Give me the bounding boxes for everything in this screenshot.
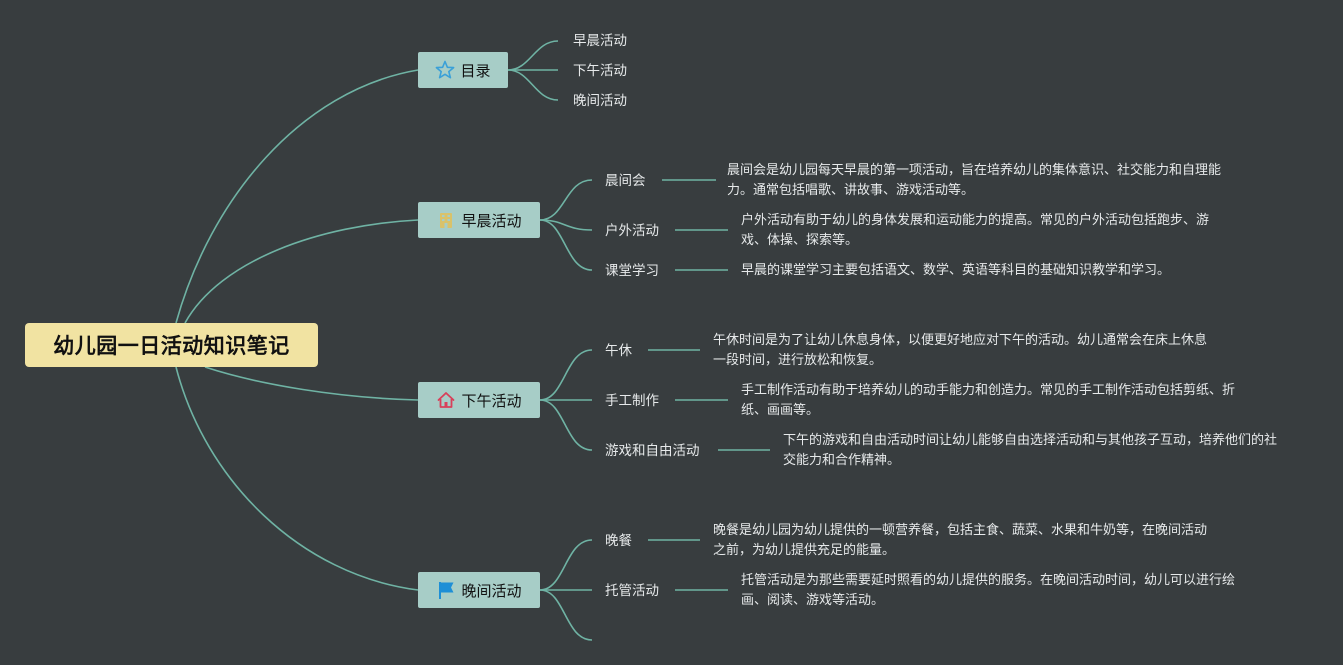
topic-after-care[interactable]: 托管活动 bbox=[605, 583, 659, 599]
branch-label: 早晨活动 bbox=[461, 211, 522, 230]
flag-icon bbox=[436, 580, 456, 600]
connector-root-afternoon bbox=[204, 366, 419, 401]
connector-evening-0 bbox=[539, 539, 593, 591]
connector-contents-2 bbox=[507, 69, 559, 101]
desc-after-care: 托管活动是为那些需要延时照看的幼儿提供的服务。在晚间活动时间，幼儿可以进行绘画、… bbox=[741, 573, 1236, 608]
topic-handcraft[interactable]: 手工制作 bbox=[605, 393, 659, 409]
branch-morning[interactable]: 早晨活动 bbox=[418, 202, 540, 238]
topic-outdoor[interactable]: 户外活动 bbox=[605, 223, 659, 239]
connector-afternoon-2 bbox=[539, 399, 593, 451]
building-icon bbox=[436, 210, 456, 230]
connector-root-evening bbox=[175, 366, 419, 591]
branch-afternoon[interactable]: 下午活动 bbox=[418, 382, 540, 418]
desc-nap: 午休时间是为了让幼儿休息身体，以便更好地应对下午的活动。幼儿通常会在床上休息一段… bbox=[713, 333, 1208, 368]
star-icon bbox=[435, 60, 455, 80]
contents-item-afternoon[interactable]: 下午活动 bbox=[573, 63, 627, 79]
connector-root-morning bbox=[184, 219, 419, 324]
topic-morning-meeting[interactable]: 晨间会 bbox=[605, 173, 646, 189]
home-icon bbox=[436, 390, 456, 410]
branch-label: 目录 bbox=[460, 61, 491, 80]
topic-free-play[interactable]: 游戏和自由活动 bbox=[605, 443, 700, 459]
root-topic[interactable]: 幼儿园一日活动知识笔记 bbox=[25, 323, 318, 367]
topic-classroom[interactable]: 课堂学习 bbox=[605, 263, 659, 279]
desc-dinner: 晚餐是幼儿园为幼儿提供的一顿营养餐，包括主食、蔬菜、水果和牛奶等，在晚间活动之前… bbox=[713, 523, 1208, 558]
branch-evening[interactable]: 晚间活动 bbox=[418, 572, 540, 608]
branch-label: 晚间活动 bbox=[461, 581, 522, 600]
desc-outdoor: 户外活动有助于幼儿的身体发展和运动能力的提高。常见的户外活动包括跑步、游戏、体操… bbox=[741, 213, 1210, 248]
desc-morning-meeting: 晨间会是幼儿园每天早晨的第一项活动，旨在培养幼儿的集体意识、社交能力和自理能力。… bbox=[727, 163, 1222, 198]
topic-nap[interactable]: 午休 bbox=[605, 343, 632, 359]
desc-classroom: 早晨的课堂学习主要包括语文、数学、英语等科目的基础知识教学和学习。 bbox=[741, 263, 1171, 278]
connector-root-contents bbox=[175, 69, 419, 324]
desc-handcraft: 手工制作活动有助于培养幼儿的动手能力和创造力。常见的手工制作活动包括剪纸、折纸、… bbox=[741, 383, 1236, 418]
root-title: 幼儿园一日活动知识笔记 bbox=[53, 334, 290, 358]
connector-morning-0 bbox=[539, 179, 593, 221]
desc-free-play: 下午的游戏和自由活动时间让幼儿能够自由选择活动和与其他孩子互动，培养他们的社交能… bbox=[783, 433, 1278, 468]
contents-item-morning[interactable]: 早晨活动 bbox=[573, 33, 627, 49]
connector-morning-2 bbox=[539, 219, 593, 271]
connector-contents-0 bbox=[507, 40, 559, 71]
connector-afternoon-0 bbox=[539, 349, 593, 401]
branch-contents[interactable]: 目录 bbox=[418, 52, 508, 88]
branch-label: 下午活动 bbox=[461, 391, 522, 410]
topic-dinner[interactable]: 晚餐 bbox=[605, 533, 632, 549]
connector-evening-2 bbox=[539, 589, 593, 641]
contents-item-evening[interactable]: 晚间活动 bbox=[573, 93, 627, 109]
